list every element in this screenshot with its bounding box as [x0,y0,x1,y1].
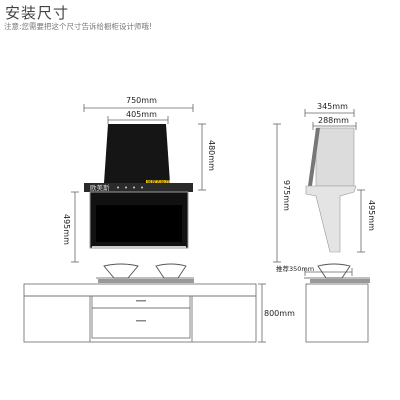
hood-control-bar [84,183,193,192]
side-bowl [317,263,351,279]
label-depth-top: 345mm [317,102,348,111]
side-hood-face [308,128,320,186]
front-bowl-left [103,263,139,279]
side-hood-body [315,127,355,187]
label-height-panel: 480mm [207,140,216,171]
hood-glass-panel [104,124,170,183]
label-depth-panel: 288mm [318,116,349,125]
hood-brand: 欧美斯 [90,184,110,192]
front-cabinet [23,283,257,343]
front-bowl-right [155,263,187,279]
label-width-panel: 405mm [126,110,157,119]
hood-panel-sticker [146,180,170,185]
label-recommend: 推荐350mm [276,265,315,273]
side-cabinet [305,283,369,343]
label-height-hood: 495mm [62,214,71,245]
page-note: 注意:您需要把这个尺寸告诉给橱柜设计师哦! [4,22,153,31]
side-hood-bottom [305,185,357,253]
label-height-total: 975mm [282,180,291,211]
label-side-height: 495mm [367,200,376,231]
label-width-total: 750mm [126,96,157,105]
label-cabinet-height: 800mm [264,309,295,318]
page-title: 安装尺寸 [5,4,70,22]
hood-sticker-text: 极致大吸力 [147,180,170,185]
